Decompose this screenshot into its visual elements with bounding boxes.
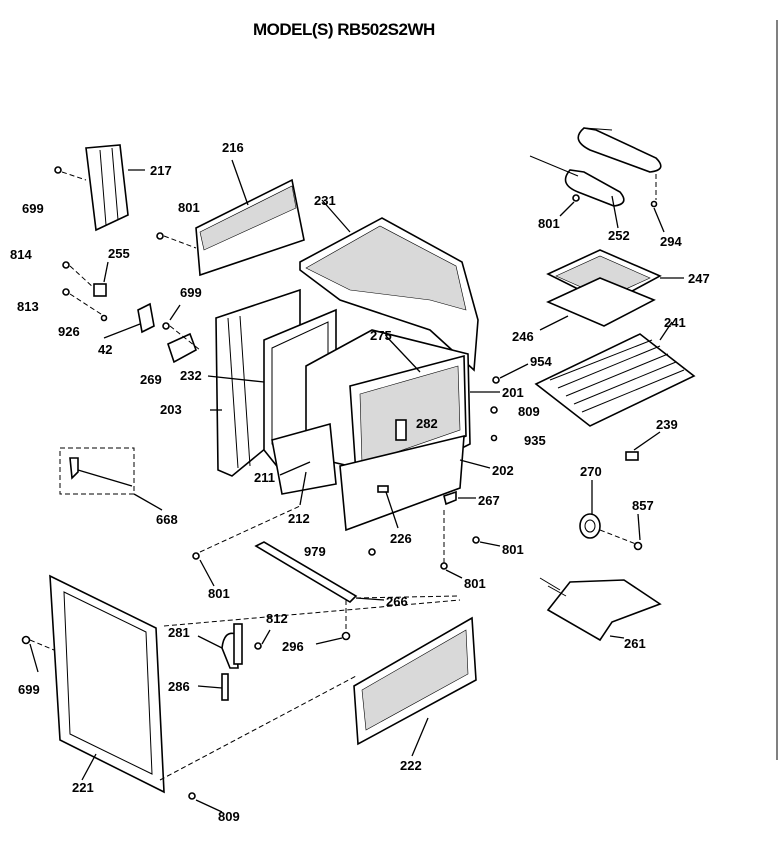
- callout-42: 42: [98, 342, 112, 357]
- screw-801-c: [472, 536, 480, 544]
- callout-979: 979: [304, 544, 326, 559]
- screw-814: [62, 261, 70, 269]
- part-42-bracket: [137, 302, 155, 334]
- part-668-inset-box: [59, 447, 135, 495]
- callout-699-a: 699: [22, 201, 44, 216]
- callout-813: 813: [17, 299, 39, 314]
- part-221-outer-door: [49, 574, 165, 794]
- callout-809-a: 809: [518, 404, 540, 419]
- callout-286: 286: [168, 679, 190, 694]
- part-216-panel: [195, 178, 305, 277]
- callout-270: 270: [580, 464, 602, 479]
- callout-699-c: 699: [18, 682, 40, 697]
- part-286-pin: [221, 673, 229, 701]
- part-hinge-arm: [233, 623, 243, 665]
- part-261-bake-element: [539, 577, 662, 642]
- callout-801-d: 801: [464, 576, 486, 591]
- callout-857: 857: [632, 498, 654, 513]
- part-269-bracket: [167, 332, 197, 364]
- callout-935: 935: [524, 433, 546, 448]
- callout-231: 231: [314, 193, 336, 208]
- screw-801-d: [440, 562, 448, 570]
- screw-935: [490, 434, 498, 442]
- screw-979: [368, 548, 376, 556]
- callout-668: 668: [156, 512, 178, 527]
- callout-212: 212: [288, 511, 310, 526]
- callout-294: 294: [660, 234, 682, 249]
- part-239-clip: [625, 451, 639, 461]
- callout-699-b: 699: [180, 285, 202, 300]
- diagram-title: MODEL(S) RB502S2WH: [253, 20, 435, 39]
- part-267-clip: [443, 490, 457, 506]
- screw-801-b: [192, 552, 200, 560]
- callout-221: 221: [72, 780, 94, 795]
- callout-222: 222: [400, 758, 422, 773]
- part-211-bottom: [271, 422, 337, 495]
- screw-809-a: [490, 406, 498, 414]
- screw-954: [492, 376, 500, 384]
- callout-247: 247: [688, 271, 710, 286]
- callout-801-c: 801: [502, 542, 524, 557]
- callout-275: 275: [370, 328, 392, 343]
- part-217-trim-strip: [85, 144, 129, 232]
- screw-857: [633, 541, 643, 551]
- screw-813: [62, 288, 70, 296]
- screw-809-b: [188, 792, 196, 800]
- callout-232: 232: [180, 368, 202, 383]
- callout-216: 216: [222, 140, 244, 155]
- callout-801-e: 801: [538, 216, 560, 231]
- part-255-block: [93, 283, 107, 297]
- part-241-oven-rack: [534, 333, 696, 427]
- screw-812: [254, 642, 262, 650]
- callout-211: 211: [254, 470, 275, 485]
- screw-699-a: [54, 166, 62, 174]
- callout-201: 201: [502, 385, 524, 400]
- part-231-top-cover: [299, 217, 479, 372]
- callout-814: 814: [10, 247, 32, 262]
- screw-296: [341, 631, 351, 641]
- callout-282: 282: [416, 416, 438, 431]
- part-202-door-frame: [339, 434, 465, 532]
- callout-801-a: 801: [178, 200, 200, 215]
- callout-261: 261: [624, 636, 646, 651]
- part-282-element: [395, 419, 407, 441]
- callout-269: 269: [140, 372, 162, 387]
- callout-926: 926: [58, 324, 80, 339]
- callout-246: 246: [512, 329, 534, 344]
- callout-812: 812: [266, 611, 288, 626]
- screw-294: [650, 200, 658, 208]
- part-222-door-panel: [353, 616, 477, 746]
- callout-241: 241: [664, 315, 686, 330]
- part-266-rail: [254, 541, 358, 604]
- callout-801-b: 801: [208, 586, 230, 601]
- screw-699-c: [21, 635, 31, 645]
- callout-252: 252: [608, 228, 630, 243]
- part-226-clip: [377, 485, 389, 493]
- callout-203: 203: [160, 402, 182, 417]
- part-270-ring: [579, 513, 601, 539]
- callout-296: 296: [282, 639, 304, 654]
- washer-926: [100, 314, 108, 322]
- screw-801-e: [572, 194, 580, 202]
- callout-954: 954: [530, 354, 552, 369]
- callout-266: 266: [386, 594, 408, 609]
- callout-809-b: 809: [218, 809, 240, 824]
- callout-267: 267: [478, 493, 500, 508]
- callout-226: 226: [390, 531, 412, 546]
- callout-217: 217: [150, 163, 172, 178]
- callout-239: 239: [656, 417, 678, 432]
- callout-202: 202: [492, 463, 514, 478]
- screw-801-a: [156, 232, 164, 240]
- screw-699-b: [162, 322, 170, 330]
- callout-281: 281: [168, 625, 190, 640]
- part-252-broil-element: [529, 127, 662, 207]
- callout-255: 255: [108, 246, 130, 261]
- part-246-broil-pan-base: [546, 277, 656, 327]
